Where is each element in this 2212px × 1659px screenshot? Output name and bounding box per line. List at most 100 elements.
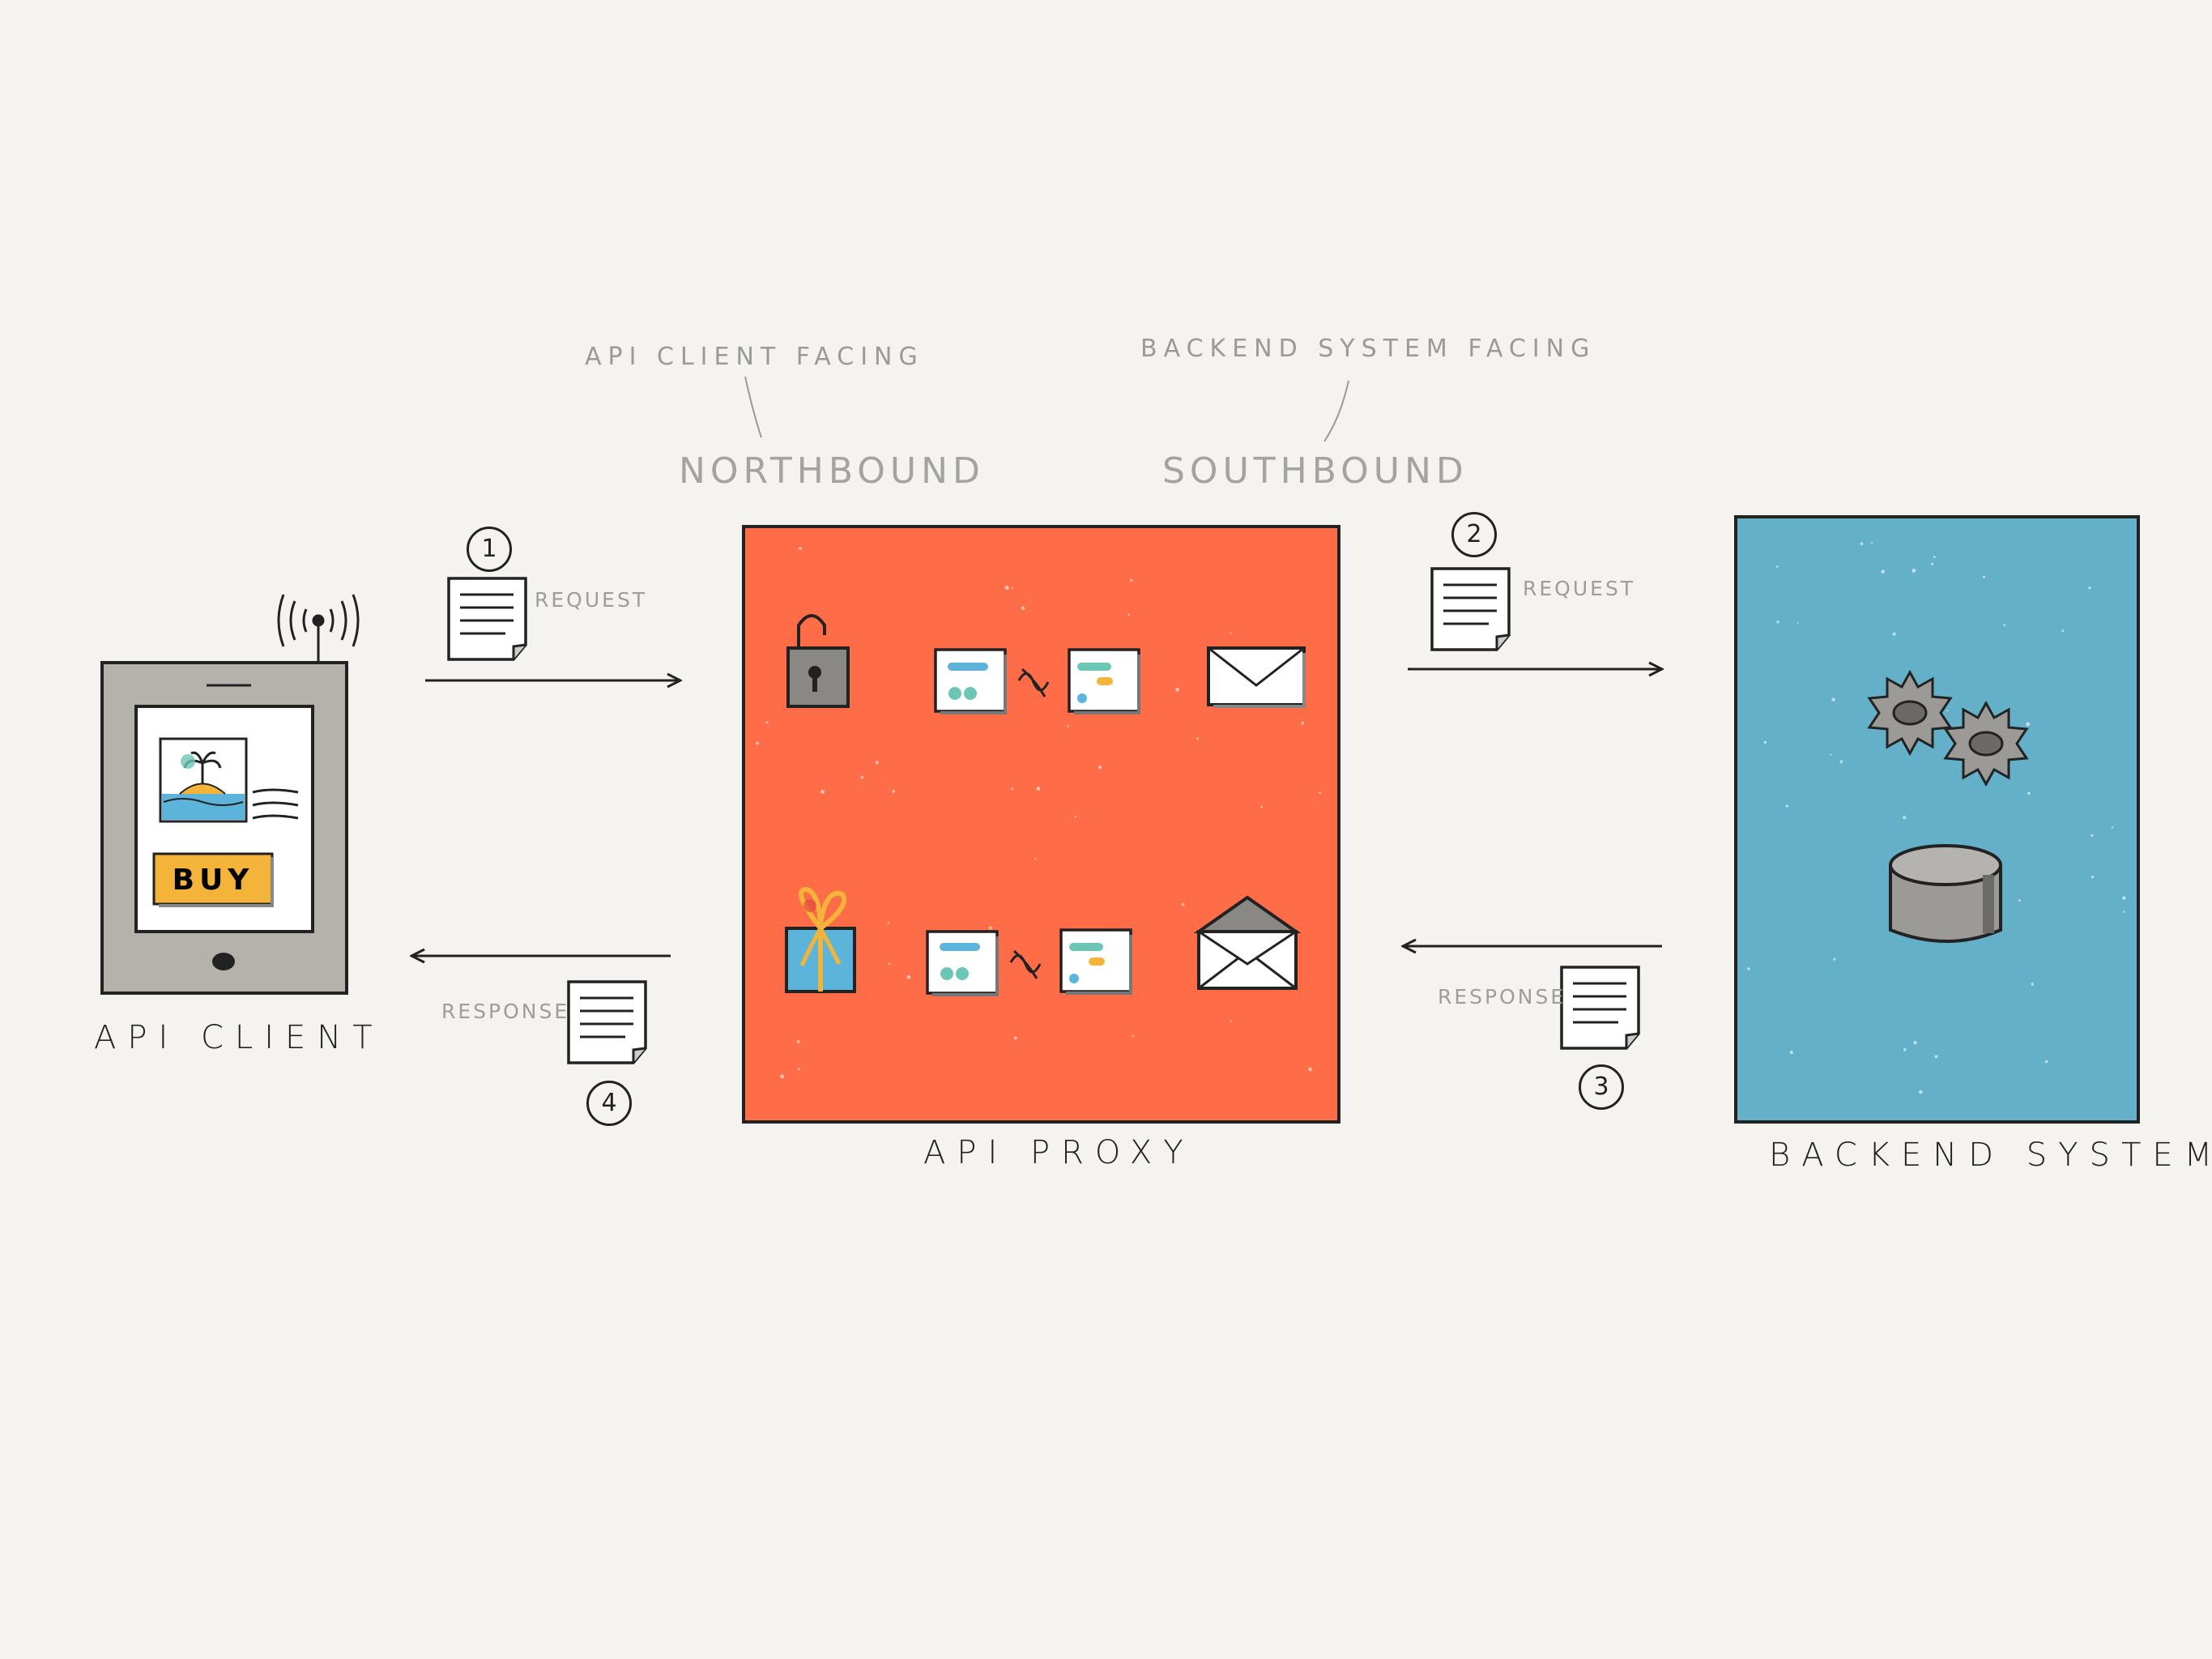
speckle <box>1011 586 1013 590</box>
step-2-badge: 2 <box>1451 512 1497 557</box>
speckle <box>1260 805 1264 808</box>
speckle <box>756 741 759 745</box>
step-1-badge: 1 <box>467 527 512 572</box>
speckle <box>1004 586 1009 590</box>
speckle <box>1775 565 1779 568</box>
buy-button[interactable]: BUY <box>152 852 274 907</box>
speckle <box>1982 575 1986 578</box>
speckle <box>1903 1047 1907 1051</box>
speckle <box>1036 787 1041 791</box>
northbound-label: NORTHBOUND <box>679 450 985 492</box>
step-3-badge: 3 <box>1579 1064 1624 1110</box>
speckle <box>1833 957 1836 961</box>
signal-icon <box>277 594 360 663</box>
speckle <box>1014 1036 1017 1040</box>
speckle <box>2088 586 2091 590</box>
text-lines-icon <box>252 788 299 820</box>
speckle <box>2018 899 2021 902</box>
speckle <box>765 721 769 724</box>
speckle <box>2122 896 2126 900</box>
backend-facing-leader <box>1323 380 1349 442</box>
backend-system-caption: BACKEND SYSTEM <box>1769 1137 2212 1174</box>
speckle <box>1763 740 1767 744</box>
speckle <box>1074 815 1077 818</box>
speckle <box>1011 787 1014 791</box>
step-4-badge: 4 <box>586 1081 632 1126</box>
speckle <box>780 1074 785 1079</box>
speckle <box>1776 621 1779 624</box>
speckle <box>796 1040 800 1043</box>
api-proxy-caption: API PROXY <box>923 1134 1195 1171</box>
speckle <box>860 775 864 779</box>
speckle <box>1796 621 1799 624</box>
speckle <box>1132 1035 1135 1038</box>
speckle <box>1021 606 1025 610</box>
backend-box <box>1734 515 2140 1124</box>
padlock-icon <box>786 614 850 708</box>
speckle <box>798 1068 800 1070</box>
speckle <box>2026 722 2031 727</box>
client-facing-label: API CLIENT FACING <box>585 343 924 371</box>
speckle <box>1870 541 1873 544</box>
speckle <box>1230 632 1232 634</box>
speckle <box>1130 578 1133 582</box>
speckle <box>906 975 911 979</box>
speckle <box>1912 569 1916 573</box>
speckle <box>1067 725 1069 727</box>
speckle <box>1934 1055 1938 1059</box>
proxy-box <box>742 525 1340 1124</box>
database-icon <box>1889 844 2002 943</box>
speckle <box>1831 697 1835 702</box>
speckle <box>892 789 895 793</box>
speckle <box>1175 688 1179 692</box>
speckle <box>1308 1067 1312 1072</box>
document-icon <box>447 577 527 661</box>
speckle <box>1181 902 1185 906</box>
speckle <box>1127 613 1130 616</box>
speckle <box>1789 1051 1793 1055</box>
speckle <box>2061 629 2065 633</box>
speckle <box>1830 753 1832 756</box>
speckle <box>1860 542 1864 546</box>
speckle <box>1931 562 1933 565</box>
response-label: RESPONSE <box>441 1000 570 1023</box>
envelope-closed-icon <box>1207 646 1306 708</box>
document-icon <box>1430 567 1511 651</box>
tablet-icon <box>100 661 348 995</box>
transform-document-icon <box>934 648 1140 714</box>
speckle <box>820 790 825 794</box>
request-label: REQUEST <box>535 588 648 612</box>
speckle <box>2027 791 2031 795</box>
speckle <box>1196 737 1200 740</box>
speckle <box>988 926 992 930</box>
southbound-label: SOUTHBOUND <box>1162 450 1468 492</box>
speckle <box>1301 722 1304 725</box>
speckle <box>1881 569 1885 574</box>
buy-label: BUY <box>173 864 254 897</box>
speckle <box>2111 826 2113 829</box>
document-icon <box>1560 966 1640 1050</box>
speckle <box>2044 1060 2048 1064</box>
speckle <box>799 547 802 550</box>
gift-icon <box>785 886 856 993</box>
speckle <box>875 761 879 765</box>
envelope-open-icon <box>1193 895 1302 990</box>
speckle <box>1747 967 1750 970</box>
speckle <box>1903 816 1907 820</box>
speckle <box>887 921 890 924</box>
api-client-caption: API CLIENT <box>94 1019 384 1056</box>
speckle <box>1319 791 1322 794</box>
client-facing-leader <box>744 376 762 438</box>
speckle <box>2091 834 2094 837</box>
speckle <box>888 962 891 965</box>
home-button-icon <box>212 953 235 970</box>
backend-facing-label: BACKEND SYSTEM FACING <box>1140 335 1596 363</box>
request-label: REQUEST <box>1523 577 1636 600</box>
speckle <box>2003 624 2005 626</box>
speckle <box>1034 858 1037 860</box>
speckle <box>2031 983 2035 986</box>
speckle <box>2091 876 2094 879</box>
speckle <box>1892 632 1896 636</box>
island-picture-icon <box>159 737 248 823</box>
document-icon <box>567 980 647 1064</box>
